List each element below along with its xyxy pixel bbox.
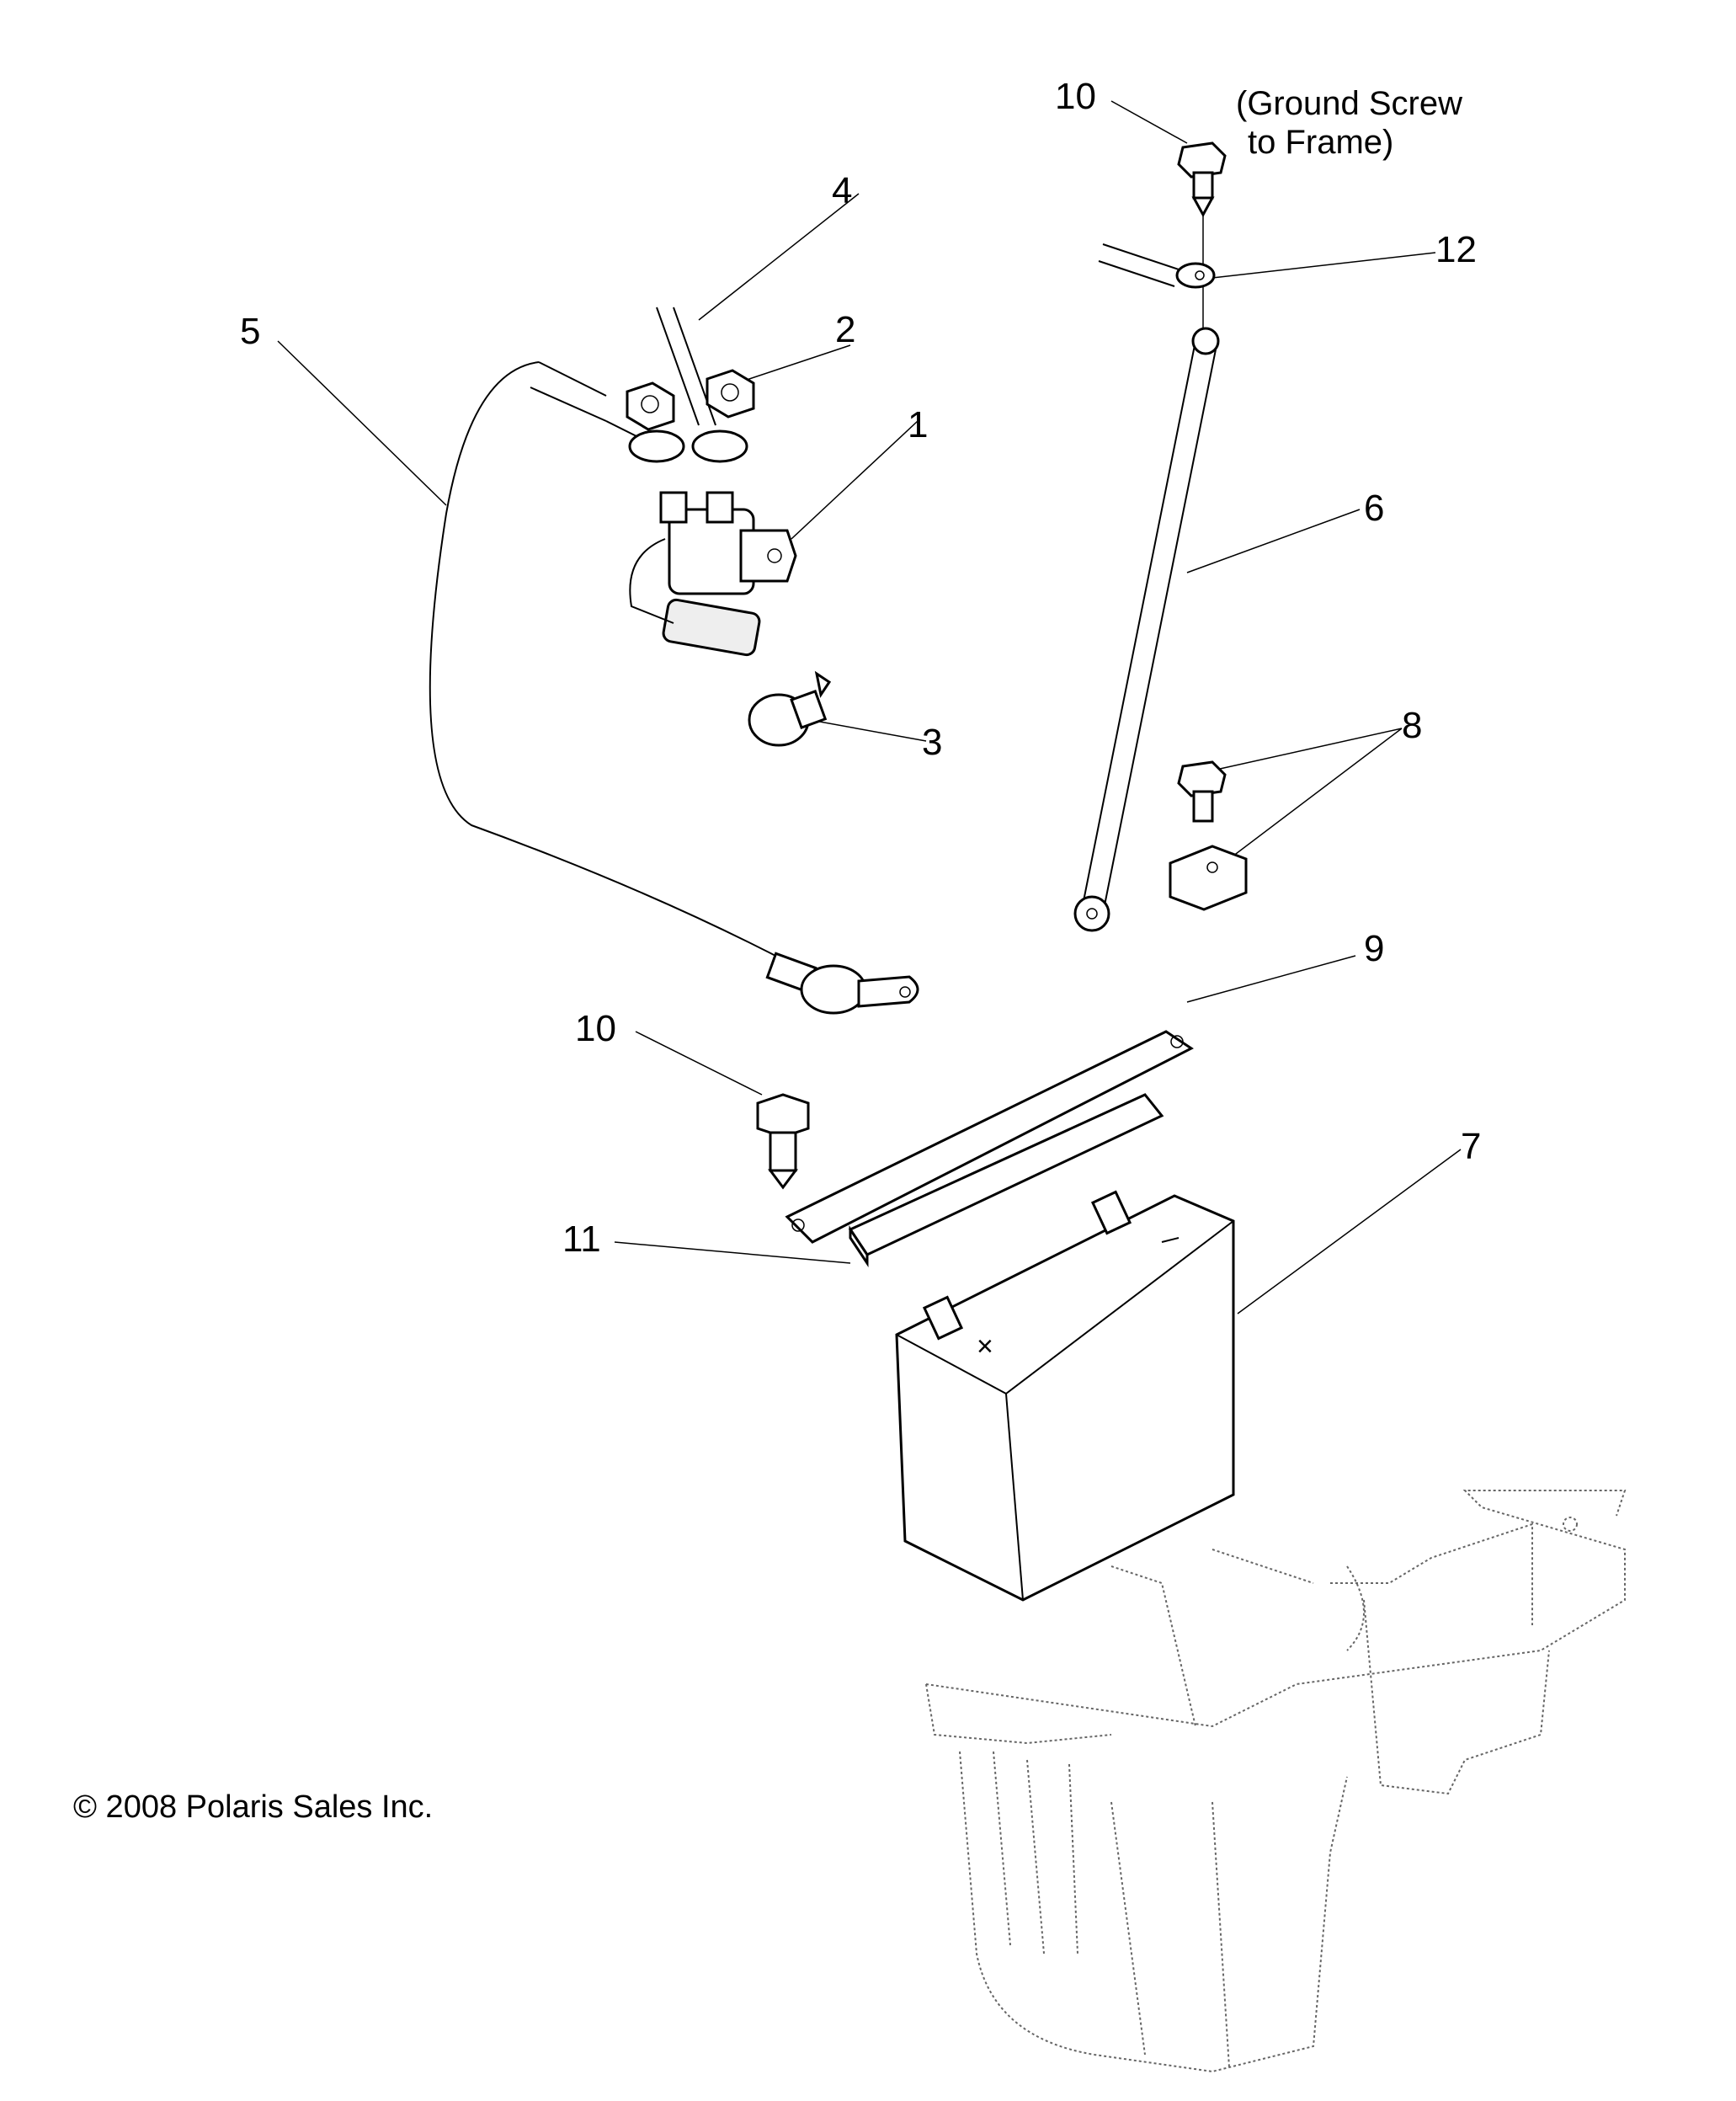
pad-11 bbox=[848, 1093, 1164, 1267]
strap-9 bbox=[785, 1030, 1194, 1244]
bolt-8 bbox=[1177, 760, 1227, 823]
cable-4 bbox=[605, 307, 748, 463]
ground-screw-note: (Ground Screw to Frame) bbox=[1236, 84, 1462, 162]
cable-end-12 bbox=[1098, 243, 1216, 289]
bolt-3 bbox=[748, 670, 832, 747]
leader-lines bbox=[277, 100, 1462, 1314]
callout-6: 6 bbox=[1364, 488, 1385, 529]
cable-6 bbox=[1073, 327, 1220, 932]
svg-text:×: × bbox=[977, 1330, 993, 1362]
battery-box-frame bbox=[925, 1490, 1627, 2073]
nut-2 bbox=[706, 369, 755, 419]
callout-11: 11 bbox=[562, 1218, 601, 1260]
nut-left bbox=[626, 381, 675, 431]
battery-7: × bbox=[895, 1190, 1235, 1602]
ground-screw-top bbox=[1177, 141, 1227, 333]
solenoid-1 bbox=[629, 491, 797, 657]
ground-note-line2: to Frame) bbox=[1248, 124, 1394, 161]
copyright-text: © 2008 Polaris Sales Inc. bbox=[73, 1789, 434, 1825]
callout-5: 5 bbox=[240, 311, 261, 352]
callout-12: 12 bbox=[1435, 229, 1477, 270]
screw-10-lower bbox=[756, 1093, 810, 1190]
callout-7: 7 bbox=[1461, 1126, 1482, 1167]
callout-1: 1 bbox=[908, 404, 929, 445]
callout-10-lower: 10 bbox=[575, 1008, 616, 1049]
cable-5 bbox=[429, 361, 919, 1015]
callout-4: 4 bbox=[832, 170, 853, 211]
callout-8: 8 bbox=[1402, 705, 1423, 746]
callout-3: 3 bbox=[922, 722, 943, 763]
nut-block-8 bbox=[1169, 845, 1248, 911]
callout-9: 9 bbox=[1364, 928, 1385, 969]
callout-10-top: 10 bbox=[1055, 76, 1096, 117]
ground-note-line1: (Ground Screw bbox=[1236, 85, 1462, 122]
callout-2: 2 bbox=[835, 309, 856, 350]
